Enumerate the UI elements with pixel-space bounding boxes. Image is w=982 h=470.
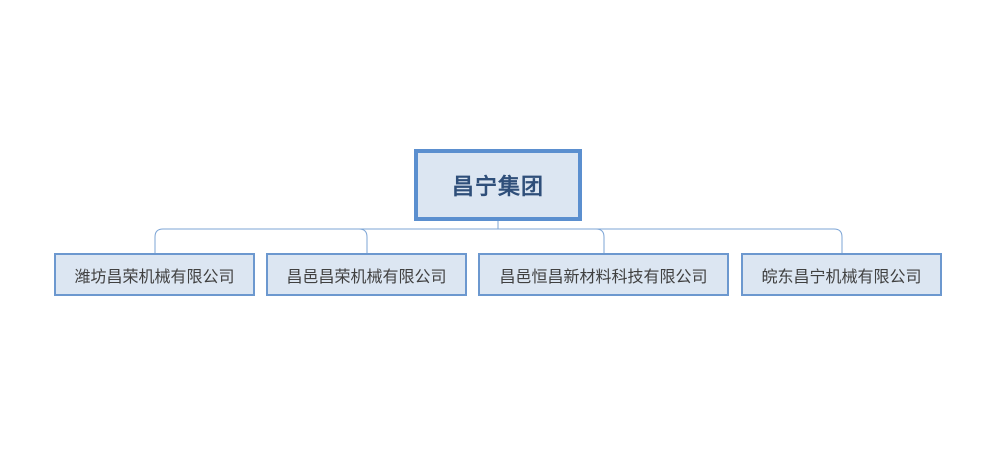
org-child-node-1: 潍坊昌荣机械有限公司 <box>54 253 255 296</box>
org-child-label-2: 昌邑昌荣机械有限公司 <box>286 266 447 286</box>
org-child-label-3: 昌邑恒昌新材料科技有限公司 <box>499 266 708 286</box>
connector-bus <box>154 228 843 253</box>
org-child-label-4: 皖东昌宁机械有限公司 <box>761 266 922 286</box>
connector-branch-2 <box>358 228 368 253</box>
org-root-label: 昌宁集团 <box>451 175 544 200</box>
org-child-node-3: 昌邑恒昌新材料科技有限公司 <box>478 253 729 296</box>
org-root-node: 昌宁集团 <box>414 149 582 221</box>
connector-branch-3 <box>595 228 605 253</box>
org-child-label-1: 潍坊昌荣机械有限公司 <box>74 266 235 286</box>
org-child-node-2: 昌邑昌荣机械有限公司 <box>266 253 467 296</box>
org-child-node-4: 皖东昌宁机械有限公司 <box>741 253 942 296</box>
